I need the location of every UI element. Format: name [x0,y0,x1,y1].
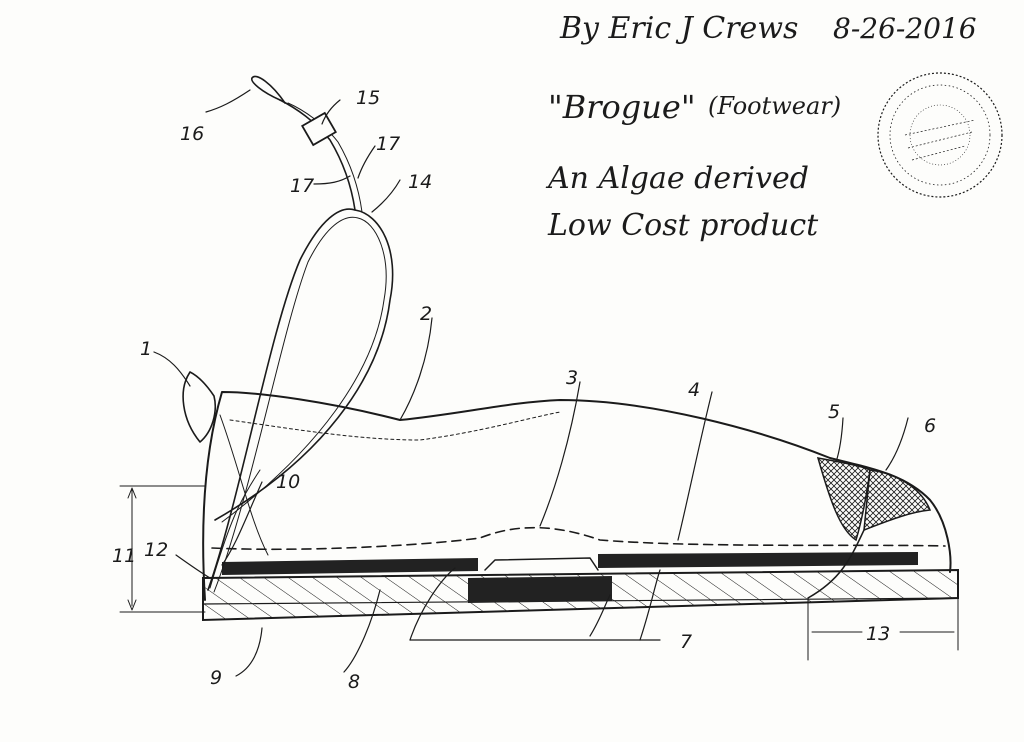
label-13: 13 [866,623,890,645]
cushion-inserts [222,552,918,603]
product-name: "Brogue" [548,88,696,126]
toe-cap-6 [863,469,932,532]
label-8: 8 [348,671,360,693]
date-text: 8-26-2016 [833,12,977,45]
label-2: 2 [420,303,432,325]
label-10: 10 [276,471,300,493]
label-5: 5 [828,401,840,423]
label-3: 3 [566,367,578,389]
author-line: By Eric J Crews [559,11,798,46]
label-14: 14 [408,171,432,193]
description-line-2: Low Cost product [547,208,819,243]
label-9: 9 [210,667,222,689]
lace-loop [207,75,394,593]
label-15: 15 [356,87,380,109]
dimension-11 [119,485,206,613]
label-7: 7 [680,631,692,653]
leader-lines [153,89,909,677]
label-16: 16 [180,123,204,145]
description-line-1: An Algae derived [545,161,809,196]
label-4: 4 [688,379,700,401]
label-6: 6 [924,415,936,437]
label-11: 11 [112,545,136,567]
label-17-lower: 17 [290,175,314,197]
label-1: 1 [140,338,152,360]
label-12: 12 [144,539,168,561]
insole-line [211,526,946,551]
dimension-13 [807,597,959,661]
product-type: (Footwear) [708,92,841,120]
toe-cap-5 [816,457,871,542]
notary-seal-icon [877,72,1003,198]
label-17-upper: 17 [376,133,400,155]
heel-tab [182,371,216,443]
